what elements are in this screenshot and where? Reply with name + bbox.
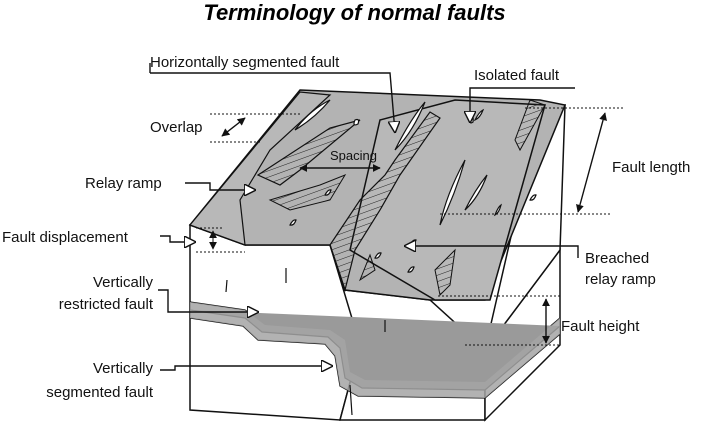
label-horizontally-segmented-fault: Horizontally segmented fault xyxy=(150,54,340,71)
label-vertically-restricted-line2: restricted fault xyxy=(59,296,154,313)
reference-lines xyxy=(196,107,625,346)
diagram-title: Terminology of normal faults xyxy=(203,0,506,25)
fault-length-arrow xyxy=(576,112,607,213)
labels: Horizontally segmented fault Isolated fa… xyxy=(2,54,690,401)
label-isolated-fault: Isolated fault xyxy=(474,67,560,84)
isolated-fault-arrow xyxy=(470,87,575,122)
label-relay-ramp: Relay ramp xyxy=(85,175,162,192)
fault-displacement-arrow xyxy=(160,235,195,242)
breached-relay-ramp-arrow xyxy=(405,246,579,258)
vertically-segmented-arrow xyxy=(160,366,332,370)
relay-ramp-arrow xyxy=(185,182,255,190)
label-vertically-segmented-line1: Vertically xyxy=(93,360,154,377)
vertically-restricted-arrow xyxy=(158,289,258,312)
fault-traces xyxy=(289,99,537,273)
label-breached-line1: Breached xyxy=(585,250,649,267)
label-overlap: Overlap xyxy=(150,119,203,136)
callout-arrows xyxy=(149,63,607,370)
fault-scarps xyxy=(256,99,546,297)
stratum-bands xyxy=(189,301,561,399)
label-vertically-segmented-line2: segmented fault xyxy=(46,384,154,401)
front-fault-lines xyxy=(225,268,386,416)
horizontally-segmented-arrow xyxy=(150,72,395,132)
label-breached-line2: relay ramp xyxy=(585,271,656,288)
label-spacing: Spacing xyxy=(330,148,377,163)
label-fault-height: Fault height xyxy=(561,318,640,335)
label-fault-length: Fault length xyxy=(612,159,690,176)
label-fault-displacement: Fault displacement xyxy=(2,229,129,246)
label-vertically-restricted-line1: Vertically xyxy=(93,274,154,291)
overlap-arrow xyxy=(221,117,246,137)
